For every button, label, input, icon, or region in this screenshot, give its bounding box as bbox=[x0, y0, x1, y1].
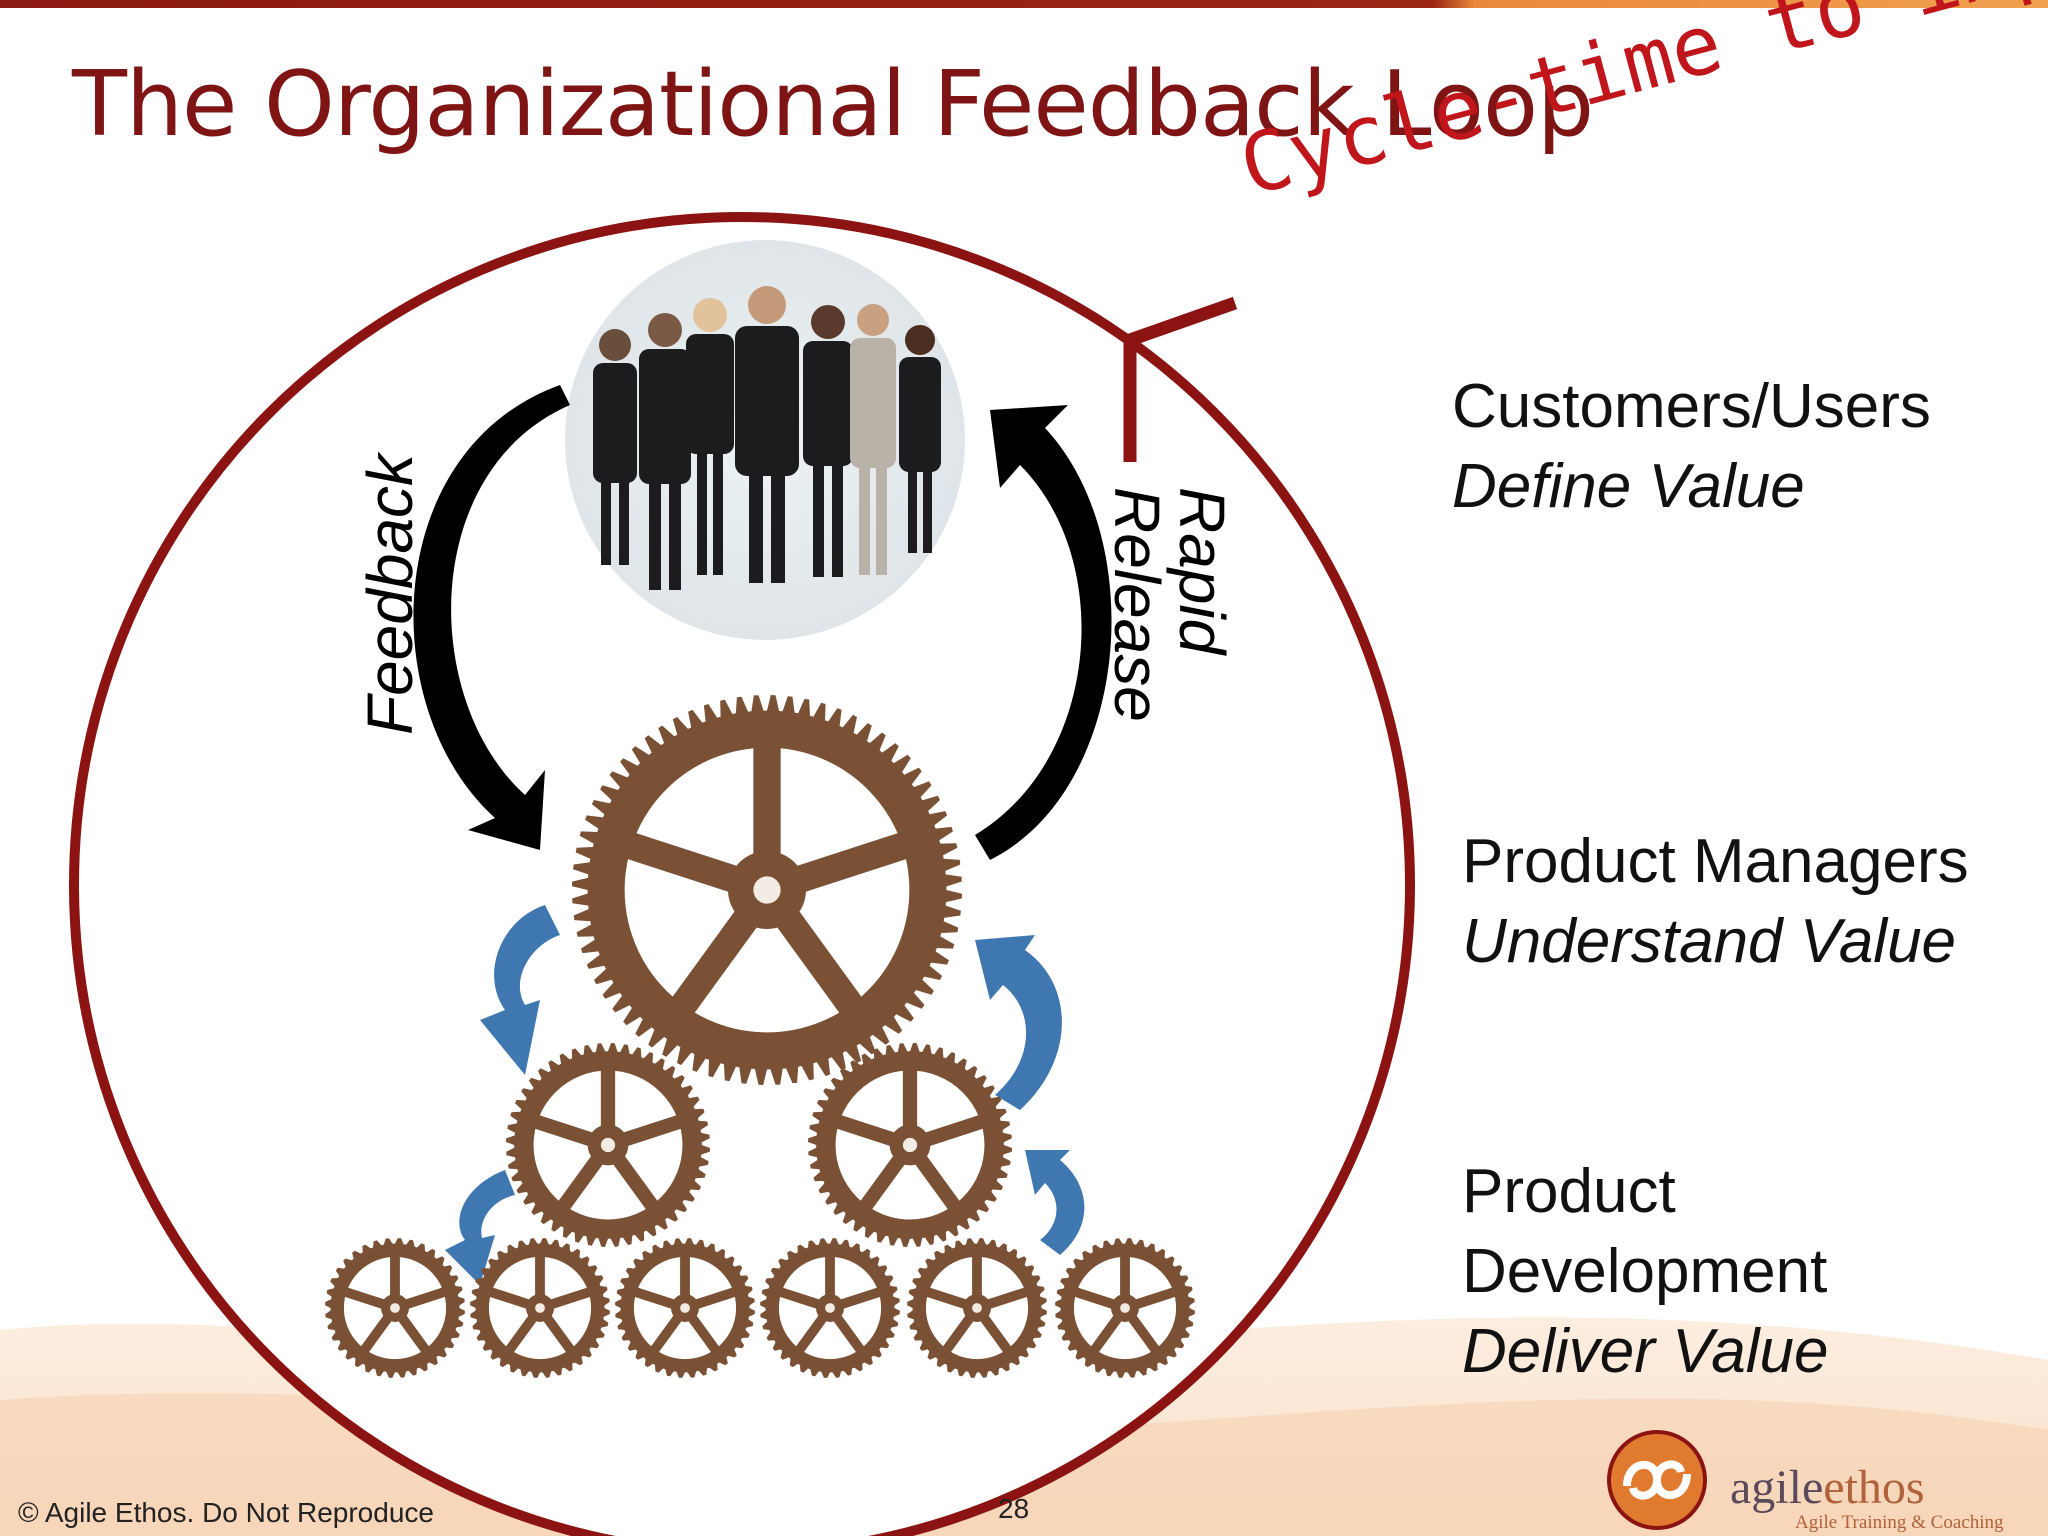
feedback-label: Feedback bbox=[354, 451, 426, 735]
large-gear-product-managers bbox=[572, 695, 962, 1085]
person bbox=[735, 286, 799, 583]
copyright-notice: © Agile Ethos. Do Not Reproduce bbox=[18, 1497, 434, 1528]
role-customers-title: Customers/Users bbox=[1452, 372, 1931, 441]
small-gear-2 bbox=[470, 1238, 610, 1378]
callout-leader-line bbox=[1123, 296, 1238, 462]
person bbox=[686, 298, 734, 575]
rapid-label: Rapid bbox=[1166, 487, 1238, 657]
logo-word-agile: agile bbox=[1730, 1461, 1824, 1514]
blue-arrow-down-left-upper bbox=[480, 905, 560, 1075]
person bbox=[593, 329, 637, 565]
customers-photo bbox=[565, 240, 965, 640]
role-product-managers-subtitle: Understand Value bbox=[1462, 907, 1957, 976]
role-customers-subtitle: Define Value bbox=[1452, 452, 1805, 521]
small-gear-6 bbox=[1055, 1238, 1195, 1378]
role-product-development-title-2: Development bbox=[1462, 1237, 1828, 1306]
blue-arrow-down-left-lower bbox=[445, 1170, 515, 1285]
person bbox=[850, 304, 896, 575]
page-number: 28 bbox=[998, 1493, 1030, 1524]
person bbox=[803, 305, 853, 577]
medium-gear-left bbox=[506, 1043, 710, 1247]
logo-word-ethos: ethos bbox=[1823, 1461, 1925, 1514]
page-title: The Organizational Feedback Loop bbox=[72, 52, 1594, 157]
role-product-managers: Product Managers Understand Value bbox=[1462, 822, 1969, 982]
role-product-development-title-1: Product bbox=[1462, 1157, 1676, 1226]
person bbox=[639, 313, 691, 590]
role-product-development: Product Development Deliver Value bbox=[1462, 1152, 1828, 1392]
logo-tagline: Agile Training & Coaching bbox=[1795, 1512, 2004, 1533]
gears-group bbox=[325, 695, 1195, 1378]
small-gear-1 bbox=[325, 1238, 465, 1378]
feedback-arrow bbox=[413, 385, 570, 850]
blue-arrow-up-right-upper bbox=[975, 935, 1062, 1110]
logo-wordmark: agileethos bbox=[1730, 1460, 1925, 1515]
small-gear-3 bbox=[615, 1238, 755, 1378]
top-accent-bar bbox=[0, 0, 2048, 8]
role-product-managers-title: Product Managers bbox=[1462, 827, 1969, 896]
role-customers: Customers/Users Define Value bbox=[1452, 367, 1931, 527]
person bbox=[899, 325, 941, 553]
blue-arrow-up-right-lower bbox=[1025, 1150, 1085, 1255]
small-gear-5 bbox=[907, 1238, 1047, 1378]
small-gear-4 bbox=[760, 1238, 900, 1378]
agile-ethos-logo-mark bbox=[1607, 1430, 1707, 1530]
role-product-development-subtitle: Deliver Value bbox=[1462, 1317, 1829, 1386]
release-label: Release bbox=[1101, 487, 1173, 722]
medium-gear-right bbox=[808, 1043, 1012, 1247]
rapid-release-arrow bbox=[975, 405, 1112, 860]
